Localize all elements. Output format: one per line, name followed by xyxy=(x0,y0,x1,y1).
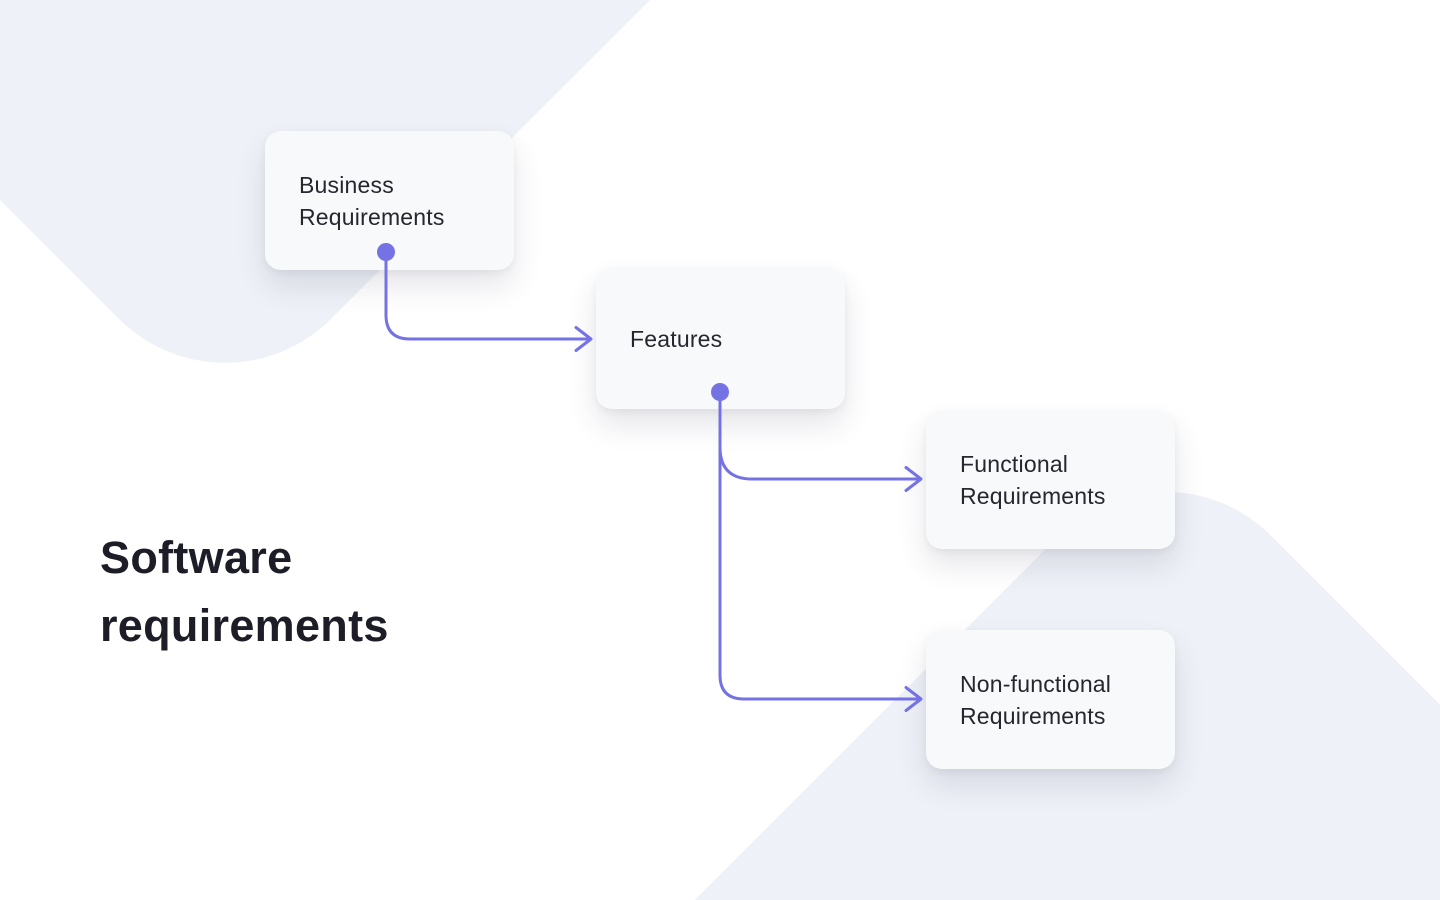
node-business-requirements-label: Business Requirements xyxy=(299,171,445,230)
connector-features-to-functional xyxy=(718,447,920,481)
node-features-label: Features xyxy=(630,325,723,352)
node-functional-requirements-label: Functional Requirements xyxy=(960,451,1106,509)
node-non-functional-requirements: Non-functional Requirements xyxy=(926,630,1175,769)
node-features: Features xyxy=(596,268,845,409)
arrowhead-functional xyxy=(904,466,923,492)
page-title: Software requirements xyxy=(100,532,389,651)
connector-features-to-non-functional xyxy=(718,390,920,701)
node-non-functional-requirements-label: Non-functional Requirements xyxy=(960,670,1112,729)
node-functional-requirements: Functional Requirements xyxy=(926,411,1175,549)
background-blob-bottom-right xyxy=(33,429,1440,900)
arrowhead-features xyxy=(574,326,593,352)
node-business-requirements: Business Requirements xyxy=(265,131,514,270)
